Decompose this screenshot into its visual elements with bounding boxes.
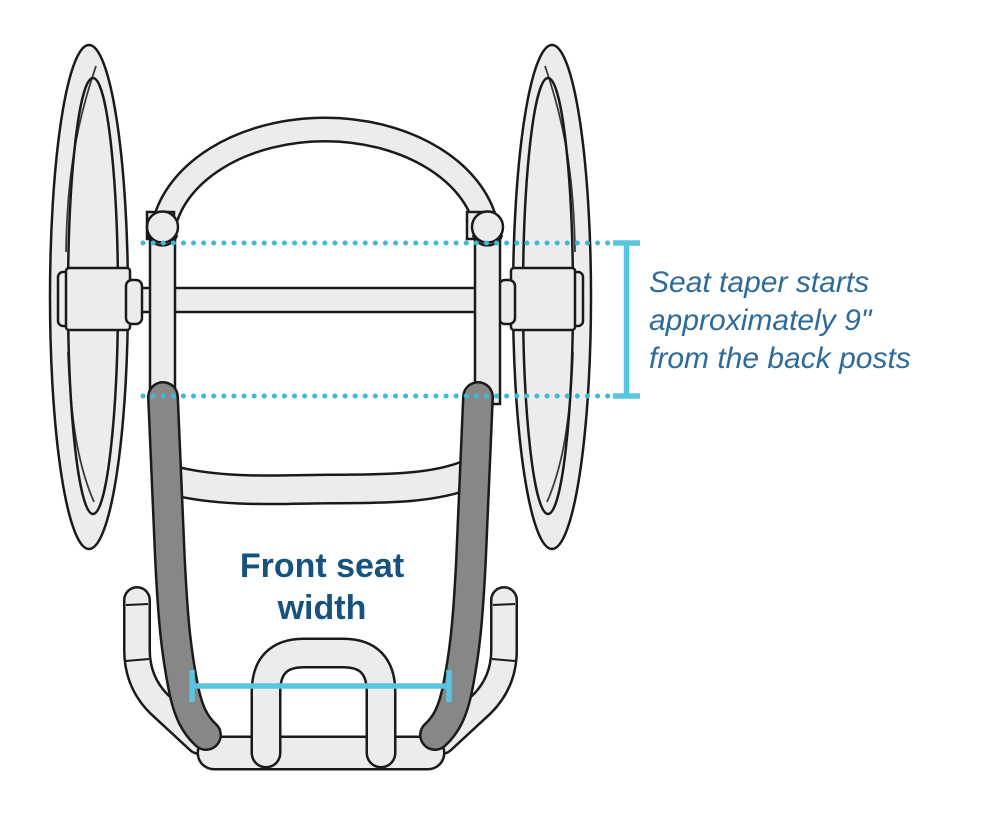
left-wheel-hub	[56, 266, 144, 332]
seat-taper-annotation-line1: Seat taper starts	[649, 266, 869, 299]
right-wheel-rim-line	[546, 351, 574, 503]
seat-front-cross-tube	[167, 459, 476, 506]
back-post-left	[148, 224, 177, 406]
seat-taper-annotation-line3: from the back posts	[649, 342, 911, 375]
seat-taper-annotation: Seat taper starts approximately 9" from …	[649, 266, 911, 375]
footrest-hoop	[250, 637, 397, 769]
front-seat-width-label-line2: width	[277, 589, 367, 627]
left-wheel-rim-line	[67, 351, 95, 503]
caster-fork-right	[428, 586, 518, 755]
back-post-right	[473, 224, 502, 406]
taper-extent-bracket	[613, 240, 640, 399]
front-seat-width-label-line1: Front seat	[240, 547, 404, 585]
back-post-cap-left	[145, 210, 180, 247]
caster-fork-left	[123, 586, 213, 755]
front-seat-width-measure-line	[189, 670, 452, 702]
axle-bar	[133, 286, 508, 314]
taper-rail-right	[419, 381, 494, 751]
front-seat-width-label: Front seat width	[240, 547, 404, 627]
back-post-cap-right	[465, 210, 505, 247]
left-wheel-rim-line	[65, 65, 97, 253]
right-wheel-rim-line	[544, 65, 576, 253]
taper-rail-left	[147, 381, 222, 751]
seat-taper-annotation-line2: approximately 9"	[649, 304, 873, 337]
backrest-arch	[150, 116, 500, 233]
right-wheel-hub	[497, 266, 585, 332]
